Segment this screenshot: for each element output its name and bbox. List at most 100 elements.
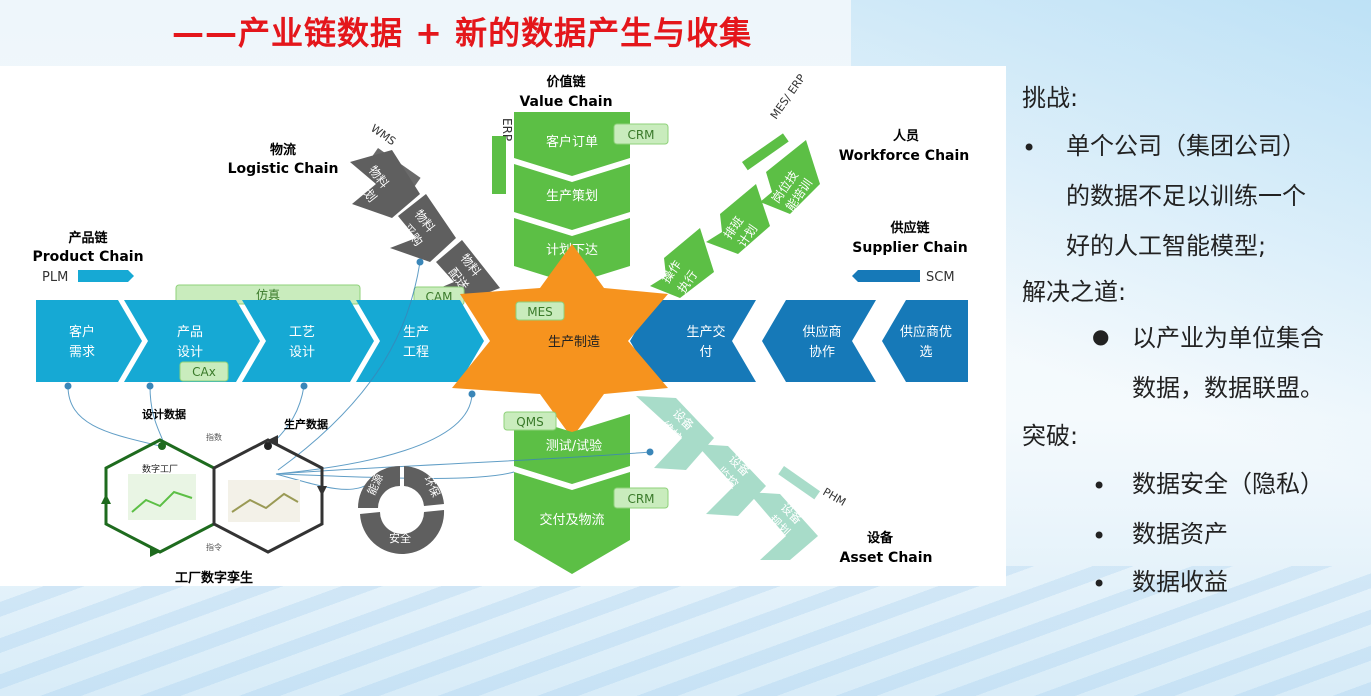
erp-bar	[492, 136, 506, 194]
scm-arrow	[852, 270, 920, 282]
supplier-step-1-b: 付	[699, 345, 712, 360]
erp-tag: ERP	[500, 118, 514, 141]
node-dot-4	[468, 390, 476, 398]
value-step-2: 生产策划	[546, 188, 598, 204]
manufacturing-star	[452, 244, 668, 438]
solution-bullet: ●	[1092, 324, 1110, 348]
wms-tag: WMS	[368, 122, 398, 148]
value-chain-en: Value Chain	[519, 94, 612, 110]
node-dot-3	[300, 382, 308, 390]
cax-tag: CAx	[192, 365, 216, 379]
scm-tag: SCM	[926, 270, 955, 285]
logistic-chain-arrows	[350, 150, 500, 298]
breakthrough-bullet-3: •	[1092, 570, 1107, 598]
solution-line-1: 以产业为单位集合	[1132, 324, 1324, 352]
qms-tag-box	[503, 411, 557, 431]
product-step-4-a: 生产	[403, 325, 429, 340]
cycle-diagram	[358, 466, 445, 555]
product-step-3-a: 工艺	[289, 325, 315, 340]
twin-small-top: 指数	[206, 432, 222, 442]
digital-factory-label: 数字工厂	[142, 463, 178, 475]
twin-arrow-1	[101, 494, 111, 504]
crm-top-tag-box	[613, 123, 669, 145]
product-step-1-a: 客户	[69, 324, 95, 340]
challenge-line-2: 的数据不足以训练一个	[1066, 182, 1306, 210]
workforce-chain-cn: 人员	[893, 128, 919, 144]
asset-chain-en: Asset Chain	[839, 550, 932, 566]
simulation-label: 仿真	[256, 288, 280, 302]
breakthrough-bullet-2: •	[1092, 522, 1107, 550]
twin-arrow-2	[150, 547, 160, 557]
background-stripes	[0, 566, 1371, 696]
mes-tag-box	[515, 301, 565, 321]
value-chain-column	[514, 112, 630, 284]
mes-erp-tag: MES/ ERP	[768, 71, 809, 121]
page-title: ——产业链数据 + 新的数据产生与收集	[172, 14, 753, 52]
supplier-chain-cn: 供应链	[889, 220, 930, 236]
supplier-step-3-a: 供应商优	[900, 324, 952, 340]
phm-bar	[778, 466, 821, 500]
plm-arrow	[78, 270, 134, 282]
value-step-1: 客户订单	[546, 134, 598, 150]
breakthrough-bullet-1: •	[1092, 472, 1107, 500]
phm-tag: PHM	[821, 485, 849, 508]
supplier-step-2-b: 协作	[809, 345, 835, 360]
logistic-chain-cn: 物流	[270, 142, 296, 158]
product-step-1-b: 需求	[69, 345, 95, 360]
node-dot-6	[646, 448, 654, 456]
solution-line-2: 数据，数据联盟。	[1132, 374, 1324, 402]
product-step-4-b: 工程	[403, 345, 429, 360]
twin-hex-right	[212, 438, 324, 554]
product-step-3-b: 设计	[289, 345, 315, 360]
node-dot-2	[146, 382, 154, 390]
solution-heading: 解决之道:	[1022, 278, 1127, 306]
breakthrough-item-2: 数据资产	[1132, 520, 1228, 548]
workforce-chain-arrows	[650, 140, 820, 298]
challenge-line-1: 单个公司（集团公司）	[1066, 132, 1306, 160]
breakthrough-item-3: 数据收益	[1132, 568, 1228, 596]
logistic-chain-en: Logistic Chain	[228, 161, 339, 177]
twin-dot-left	[158, 442, 166, 450]
value-chain-cn: 价值链	[546, 74, 586, 90]
manufacturing-label: 生产制造	[548, 335, 600, 350]
physical-factory-sketch	[231, 492, 299, 513]
product-step-2-b: 设计	[177, 345, 203, 360]
asset-chain-cn: 设备	[867, 530, 894, 546]
twin-label: 工厂数字孪生	[175, 570, 253, 586]
digital-factory-sketch	[131, 490, 193, 513]
supplier-step-1-a: 生产交	[686, 324, 725, 340]
challenge-line-3: 好的人工智能模型;	[1066, 232, 1267, 260]
production-data-label: 生产数据	[284, 417, 328, 431]
node-dot-1	[64, 382, 72, 390]
qms-tag: QMS	[516, 415, 543, 429]
twin-arrow-3	[317, 486, 327, 496]
cycle-safety: 安全	[389, 531, 411, 545]
physical-factory-image	[228, 480, 300, 522]
supplier-step-2-a: 供应商	[802, 324, 841, 340]
breakthrough-item-1: 数据安全（隐私）	[1132, 470, 1324, 498]
workforce-chain-en: Workforce Chain	[839, 148, 970, 164]
product-chain-en: Product Chain	[32, 249, 143, 265]
digital-factory-image	[128, 474, 196, 520]
asset-chain-arrows	[636, 396, 818, 560]
industry-chain-diagram: 价值链 Value Chain ERP 客户订单 生产策划 计划下达 CRM 物…	[0, 66, 1006, 586]
challenge-bullet: •	[1022, 134, 1037, 162]
mes-erp-bar	[742, 133, 789, 171]
product-chain-band	[36, 300, 484, 382]
mes-tag: MES	[527, 305, 553, 319]
twin-arrow-4	[268, 435, 278, 445]
node-dot-5	[416, 258, 424, 266]
supplier-step-3-b: 选	[919, 345, 932, 360]
crm-bottom-tag: CRM	[627, 492, 654, 506]
product-chain-cn: 产品链	[68, 230, 108, 246]
challenge-heading: 挑战:	[1022, 84, 1079, 112]
cax-tag-box	[179, 361, 229, 382]
test-step: 测试/试验	[546, 438, 602, 454]
product-step-2-a: 产品	[177, 325, 203, 340]
plm-tag: PLM	[42, 270, 68, 285]
design-data-label: 设计数据	[142, 407, 186, 421]
breakthrough-heading: 突破:	[1022, 422, 1079, 450]
delivery-step: 交付及物流	[539, 512, 604, 528]
crm-top-tag: CRM	[627, 128, 654, 142]
delivery-column	[514, 414, 630, 574]
